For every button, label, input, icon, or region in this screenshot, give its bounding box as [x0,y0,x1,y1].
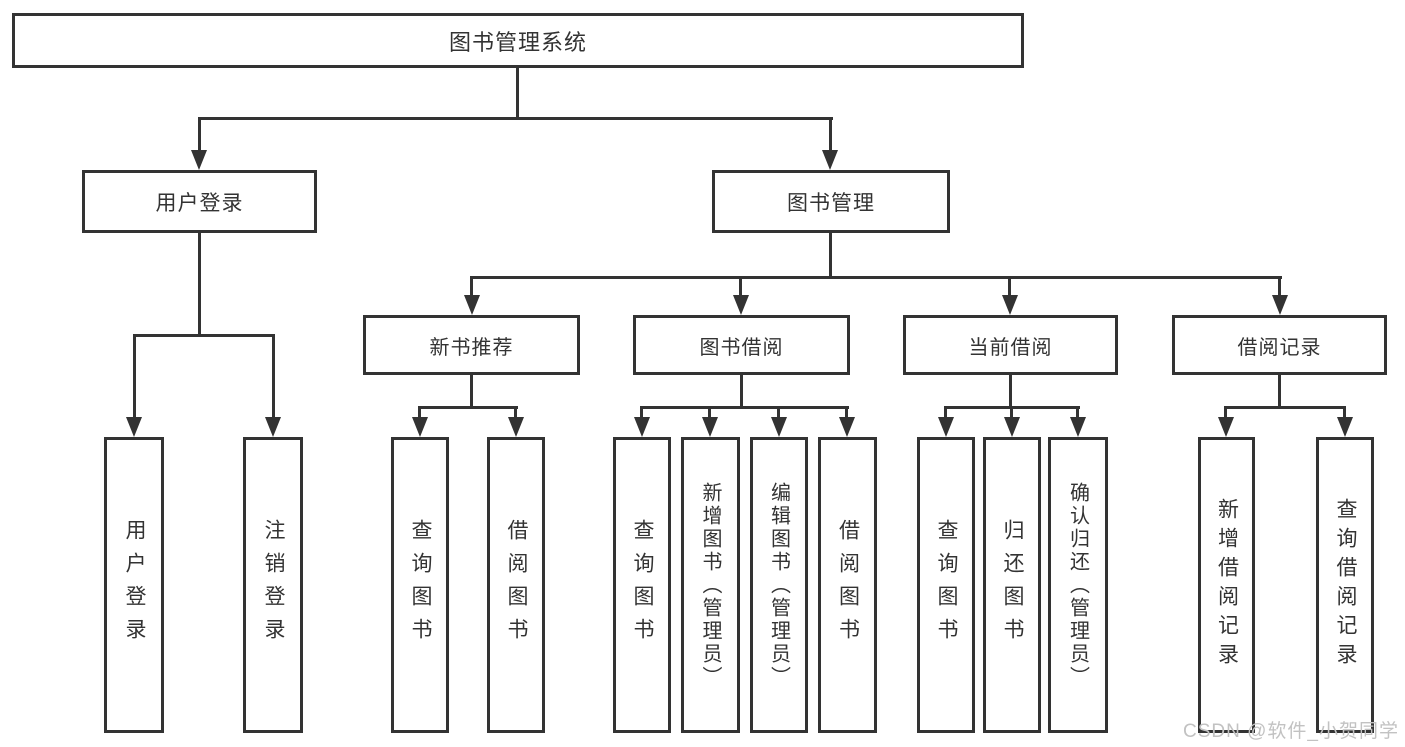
node-root-label: 图书管理系统 [448,29,587,55]
edge-new-book-rec-stem [470,375,473,408]
edge-book-mgmt-stem [829,233,832,279]
leaf-label: 查询图书 [409,519,432,651]
arrowhead-leaf6 [771,417,787,437]
edge-new-book-rec-shaft [470,276,473,300]
node-book-borrow: 图书借阅 [633,315,850,375]
arrowhead-new-book-rec [464,295,480,315]
node-book-borrow-label: 图书借阅 [699,336,784,359]
edge-user-login-rail [133,334,275,337]
node-user-login-group: 用户登录 [82,170,317,233]
edge-book-mgmt-rail [471,276,1282,279]
edge-leaf5-shaft [708,406,711,420]
edge-leaf6-shaft [777,406,780,420]
node-leaf-add-borrow-record: 新增借阅记录 [1198,437,1255,733]
node-book-mgmt: 图书管理 [712,170,950,233]
edge-leaf11-shaft [1224,406,1227,420]
leaf-label: 新增借阅记录 [1215,498,1239,672]
leaf-label: 确认归还（管理员） [1066,481,1089,689]
node-new-book-rec-label: 新书推荐 [429,336,514,359]
node-book-mgmt-label: 图书管理 [787,191,875,215]
edge-logout-shaft [272,334,275,419]
arrowhead-logout [265,417,281,437]
arrowhead-leaf11 [1218,417,1234,437]
arrowhead-leaf8 [938,417,954,437]
node-leaf-query-books-1: 查询图书 [391,437,449,733]
node-leaf-edit-books-admin: 编辑图书（管理员） [750,437,808,733]
node-current-borrow-label: 当前借阅 [968,336,1053,359]
edge-root-right-shaft [829,117,832,153]
node-new-book-rec: 新书推荐 [363,315,580,375]
node-leaf-query-borrow-record: 查询借阅记录 [1316,437,1374,733]
node-borrow-records: 借阅记录 [1172,315,1387,375]
leaf-label: 查询图书 [935,519,958,651]
leaf-label: 归还图书 [1001,519,1024,651]
edge-book-borrow-stem [740,375,743,408]
leaf-label: 编辑图书（管理员） [767,481,790,689]
edge-current-borrow-shaft [1008,276,1011,300]
arrowhead-leaf5 [702,417,718,437]
edge-leaf9-shaft [1010,406,1013,420]
node-leaf-return-books: 归还图书 [983,437,1041,733]
arrowhead-book-mgmt [822,150,838,170]
arrowhead-leaf10 [1070,417,1086,437]
edge-leaf2-shaft [418,406,421,420]
edge-book-borrow-shaft [739,276,742,300]
arrowhead-leaf2 [412,417,428,437]
edge-user-login-stem [198,233,201,337]
leaf-label: 新增图书（管理员） [699,481,721,689]
arrowhead-login [126,417,142,437]
arrowhead-user-login [191,150,207,170]
node-leaf-add-books-admin: 新增图书（管理员） [681,437,740,733]
leaf-label: 借阅图书 [836,519,860,651]
edge-root-left-shaft [198,117,201,153]
arrowhead-leaf3 [508,417,524,437]
edge-root-rail [198,117,833,120]
edge-book-borrow-rail [641,406,849,409]
arrowhead-leaf4 [634,417,650,437]
leaf-label: 查询借阅记录 [1334,498,1357,672]
arrowhead-leaf12 [1337,417,1353,437]
csdn-watermark: CSDN @软件_小贺同学 [1183,721,1399,742]
node-borrow-records-label: 借阅记录 [1237,336,1322,359]
node-leaf-logout: 注销登录 [243,437,303,733]
edge-root-stem [516,68,519,119]
edge-leaf8-shaft [944,406,947,420]
leaf-label: 用户登录 [123,519,146,651]
leaf-label: 注销登录 [262,519,285,651]
edge-leaf3-shaft [514,406,517,420]
node-root: 图书管理系统 [12,13,1024,68]
node-leaf-borrow-books-2: 借阅图书 [818,437,877,733]
node-leaf-confirm-return-admin: 确认归还（管理员） [1048,437,1108,733]
arrowhead-leaf9 [1004,417,1020,437]
edge-new-book-rec-rail [419,406,518,409]
arrowhead-leaf7 [839,417,855,437]
edge-borrow-records-shaft [1278,276,1281,300]
node-leaf-user-login: 用户登录 [104,437,164,733]
edge-current-borrow-stem [1009,375,1012,408]
edge-leaf10-shaft [1076,406,1079,420]
edge-borrow-records-rail [1225,406,1346,409]
edge-leaf7-shaft [845,406,848,420]
node-leaf-query-books-2: 查询图书 [613,437,671,733]
leaf-label: 借阅图书 [505,519,528,651]
edge-leaf4-shaft [640,406,643,420]
edge-login-shaft [133,334,136,419]
node-current-borrow: 当前借阅 [903,315,1118,375]
node-user-login-group-label: 用户登录 [155,191,244,215]
arrowhead-current-borrow [1002,295,1018,315]
edge-borrow-records-stem [1278,375,1281,408]
node-leaf-borrow-books-1: 借阅图书 [487,437,545,733]
node-leaf-query-books-3: 查询图书 [917,437,975,733]
edge-leaf12-shaft [1343,406,1346,420]
arrowhead-borrow-records [1272,295,1288,315]
arrowhead-book-borrow [733,295,749,315]
leaf-label: 查询图书 [631,519,654,651]
